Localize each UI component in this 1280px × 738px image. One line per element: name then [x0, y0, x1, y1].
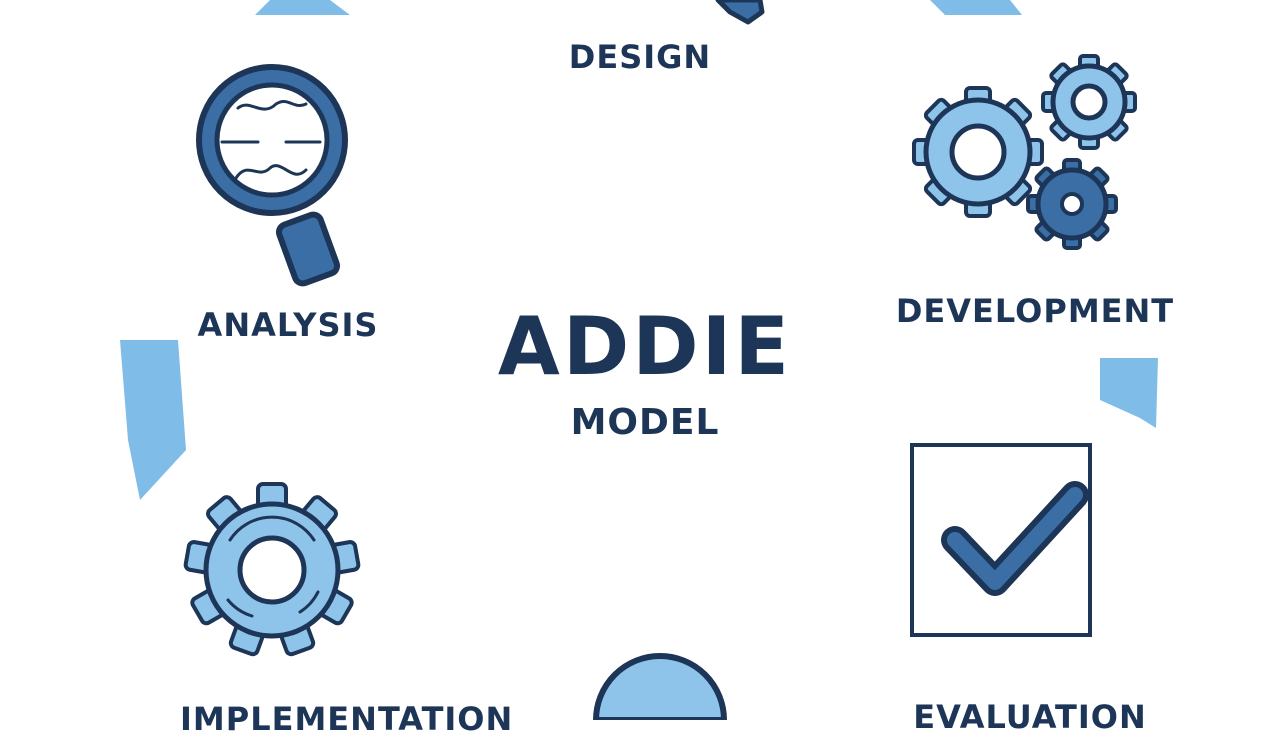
checkmark-box-icon: [910, 443, 1092, 637]
center-subtitle: MODEL: [570, 402, 720, 443]
phase-label-evaluation: EVALUATION: [913, 698, 1147, 736]
phase-label-implementation: IMPLEMENTATION: [180, 700, 514, 738]
gear-icon: [183, 482, 361, 657]
arc-segment-top-right: [930, 0, 1022, 15]
gears-icon: [912, 54, 1137, 250]
addie-diagram-art: [120, 0, 1158, 720]
globe-icon: [592, 653, 728, 720]
magnifier-icon: [196, 64, 348, 287]
arc-segment-right: [1100, 358, 1158, 428]
phase-label-development: DEVELOPMENT: [895, 292, 1175, 330]
phase-label-analysis: ANALYSIS: [197, 306, 379, 344]
phase-label-design: DESIGN: [568, 38, 712, 76]
arc-segment-left: [120, 340, 186, 500]
arc-segment-top-left: [255, 0, 350, 15]
pencil-icon: [715, 0, 765, 25]
center-title: ADDIE: [497, 300, 793, 393]
